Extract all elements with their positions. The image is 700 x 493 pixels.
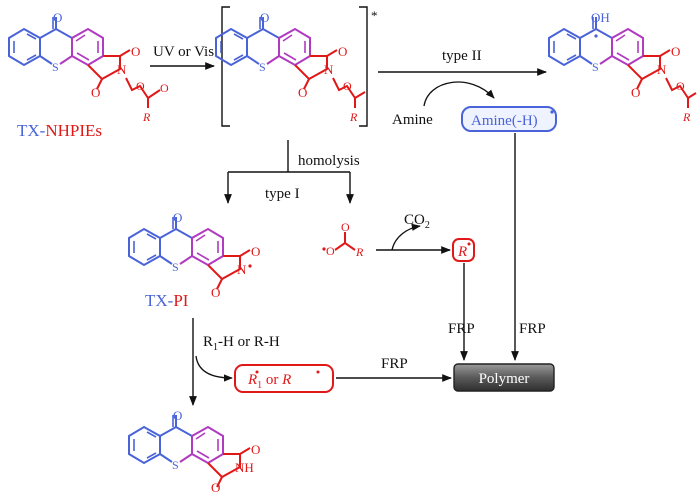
- type-i-label: type I: [265, 186, 300, 202]
- r-r: R: [281, 372, 291, 388]
- atom-o: O: [298, 85, 307, 100]
- atom-o: O: [160, 81, 169, 95]
- atom-r: R: [349, 110, 358, 124]
- amine-curved-arrow: [423, 81, 495, 107]
- co2-text: CO: [404, 212, 425, 228]
- atom-s: S: [172, 260, 179, 274]
- tx-pi-h-molecule: O S O O NH: [128, 408, 260, 493]
- polymer-box: [453, 363, 555, 392]
- r1h-r: R: [203, 334, 213, 350]
- tx-pi-label: TX-PI: [145, 291, 189, 310]
- uv-vis-label: UV or Vis: [153, 44, 214, 60]
- atom-n: N: [324, 62, 334, 77]
- atom-o: O: [343, 79, 352, 93]
- atom-s: S: [52, 60, 59, 74]
- acyloxy-radical: O O R: [322, 220, 364, 259]
- r1-r: R: [247, 372, 257, 388]
- atom-o: O: [676, 79, 685, 93]
- atom-o: O: [131, 44, 140, 59]
- radical-dot: [550, 110, 554, 114]
- atom-oh: OH: [591, 10, 610, 25]
- r-radical-box: [452, 238, 475, 262]
- atom-o: O: [631, 85, 640, 100]
- atom-o: O: [173, 210, 182, 225]
- pi-suffix: PI: [173, 291, 188, 310]
- amine-label: Amine: [392, 112, 433, 128]
- atom-s: S: [172, 458, 179, 472]
- tx-prefix: TX-: [17, 121, 46, 140]
- r1-sub: 1: [257, 380, 262, 391]
- atom-n: N: [237, 262, 247, 277]
- r1-or-r-box: [234, 364, 334, 393]
- co2-curved-arrow: [391, 223, 421, 251]
- atom-r: R: [142, 110, 151, 124]
- atom-o: O: [136, 79, 145, 93]
- tx-nhpie-molecule: O S O O N O O R: [8, 10, 169, 124]
- atom-o: O: [211, 480, 220, 493]
- atom-o: O: [251, 244, 260, 259]
- ketyl-product-molecule: OH S O O N O R: [548, 10, 697, 124]
- r1-or: or: [262, 372, 282, 388]
- excited-state-bracket: *: [221, 6, 378, 127]
- r-radical-label: R: [457, 244, 467, 260]
- atom-n: N: [657, 62, 667, 77]
- r1h-sub: 1: [213, 342, 218, 353]
- atom-o: O: [91, 85, 100, 100]
- atom-nh: NH: [235, 460, 254, 475]
- frp-left-label: FRP: [448, 321, 475, 337]
- atom-r: R: [682, 110, 691, 124]
- co2-subscript: 2: [425, 220, 430, 231]
- atom-o: O: [53, 10, 62, 25]
- polymer-label: Polymer: [479, 371, 530, 387]
- atom-o: O: [341, 220, 350, 234]
- atom-o: O: [338, 44, 347, 59]
- atom-o: O: [326, 244, 335, 258]
- type-ii-label: type II: [442, 48, 482, 64]
- atom-n: N: [117, 62, 127, 77]
- tx-prefix: TX-: [145, 291, 174, 310]
- atom-s: S: [259, 60, 266, 74]
- tx-nhpies-label: TX-NHPIEs: [17, 121, 102, 140]
- homolysis-label: homolysis: [298, 153, 360, 169]
- amine-radical-label: Amine(-H): [471, 113, 538, 129]
- excited-molecule: O S O O N O R: [215, 10, 366, 124]
- r1-curved-arrow: [195, 355, 233, 382]
- atom-o: O: [251, 442, 260, 457]
- frp-bottom-label: FRP: [381, 356, 408, 372]
- r1-or-r-label: R1 or R: [247, 372, 291, 391]
- r1h-rest: -H or R-H: [218, 334, 280, 350]
- r1h-label: R1-H or R-H: [203, 334, 280, 353]
- amine-radical-box: [461, 106, 557, 132]
- atom-r: R: [355, 245, 364, 259]
- atom-o: O: [260, 10, 269, 25]
- atom-s: S: [592, 60, 599, 74]
- atom-o: O: [173, 408, 182, 423]
- atom-o: O: [671, 44, 680, 59]
- excited-asterisk: *: [371, 8, 378, 23]
- frp-right-label: FRP: [519, 321, 546, 337]
- co2-label: CO2: [404, 212, 430, 231]
- nhpies-suffix: NHPIEs: [45, 121, 102, 140]
- atom-o: O: [211, 285, 220, 300]
- tx-pi-molecule: O S O O N: [128, 210, 260, 300]
